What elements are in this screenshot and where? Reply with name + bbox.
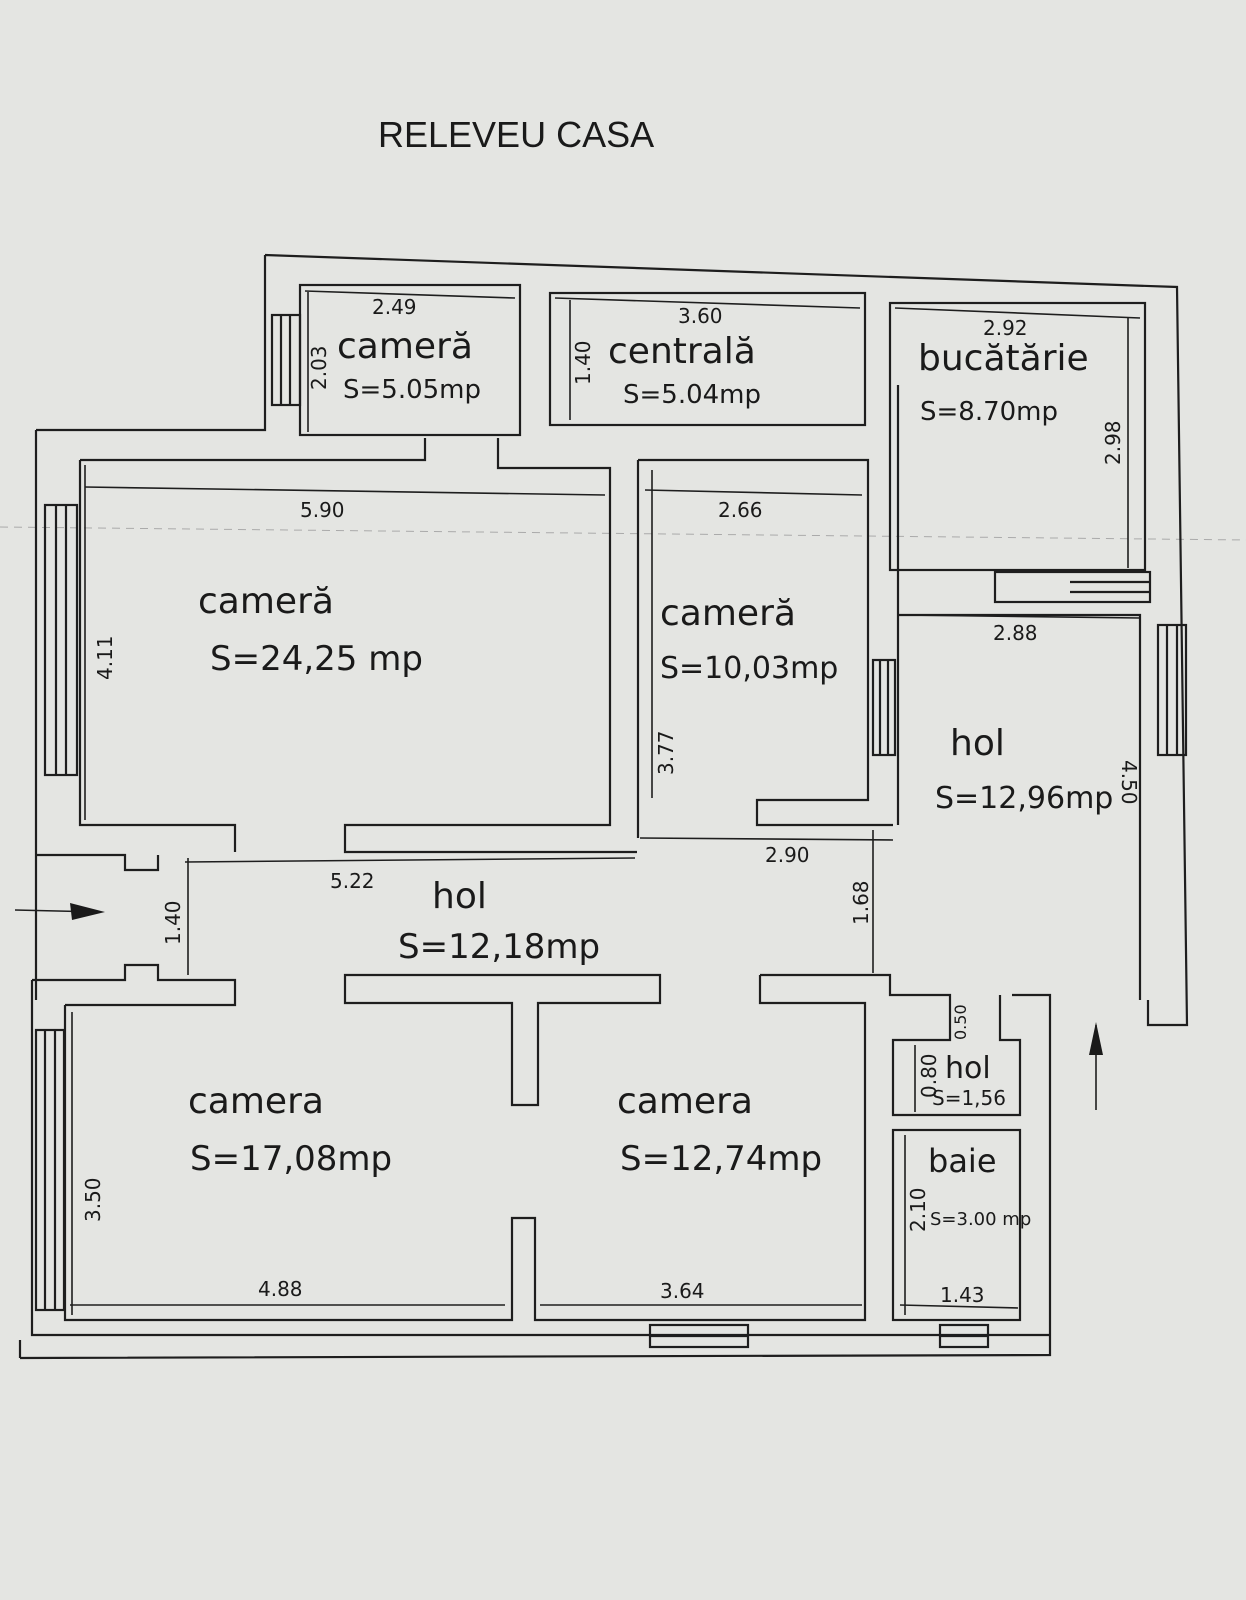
svg-text:2.90: 2.90 [765, 843, 810, 867]
outer-wall-lower-left [30, 963, 1050, 1337]
svg-text:4.11: 4.11 [93, 635, 117, 680]
svg-text:2.49: 2.49 [372, 295, 417, 319]
svg-text:1.40: 1.40 [161, 900, 185, 945]
room-name: camera [188, 1081, 324, 1122]
room-area: S=5.04mp [623, 380, 761, 410]
room-name: hol [950, 723, 1005, 764]
svg-text:2.88: 2.88 [993, 621, 1038, 645]
room-name: cameră [660, 593, 796, 634]
room-name: camera [617, 1081, 753, 1122]
room-name: baie [928, 1142, 997, 1180]
room-name: hol [432, 876, 487, 917]
svg-text:2.98: 2.98 [1101, 420, 1125, 465]
room-area: S=17,08mp [190, 1139, 392, 1179]
svg-text:3.64: 3.64 [660, 1279, 705, 1303]
room-area: S=12,74mp [620, 1139, 822, 1179]
dimension-lines [14, 290, 1141, 1315]
room-name: cameră [337, 326, 473, 367]
room-outline-big-camera [78, 438, 637, 854]
svg-text:1.43: 1.43 [940, 1283, 985, 1307]
svg-text:0.50: 0.50 [951, 1004, 970, 1040]
room-name: cameră [198, 581, 334, 622]
room-outline-camera-10 [636, 458, 893, 838]
room-name: centrală [608, 331, 756, 372]
room-outline-small-hol [760, 973, 1022, 1117]
room-area: S=10,03mp [660, 651, 838, 686]
room-area: S=12,96mp [935, 781, 1113, 816]
windows [34, 313, 1188, 1349]
svg-text:1.68: 1.68 [849, 880, 873, 925]
room-name: bucătărie [918, 338, 1089, 379]
plan-title: RELEVEU CASA [378, 114, 654, 155]
svg-text:0.80: 0.80 [917, 1053, 941, 1098]
room-labels: cameră S=5.05mp centrală S=5.04mp bucătă… [188, 326, 1113, 1230]
room-area: S=1,56 [932, 1086, 1006, 1110]
svg-text:3.60: 3.60 [678, 304, 723, 328]
room-area: S=12,18mp [398, 927, 600, 967]
svg-text:3.77: 3.77 [654, 730, 678, 775]
t-wall [343, 973, 662, 1107]
svg-text:2.66: 2.66 [718, 498, 763, 522]
outer-wall [18, 253, 1189, 1360]
entrance-arrow-icon [1089, 1022, 1103, 1055]
room-outline-hol-right [896, 385, 1142, 1000]
room-area: S=5.05mp [343, 375, 481, 405]
room-area: S=3.00 mp [930, 1209, 1031, 1230]
dimension-labels: 2.49 2.03 3.60 1.40 2.92 2.98 5.90 4.11 … [81, 295, 1141, 1307]
room-outline-centrala [548, 291, 867, 427]
room-outline-baie [891, 1128, 1022, 1322]
svg-text:2.03: 2.03 [307, 345, 331, 390]
room-outline-bucatarie [888, 301, 1147, 572]
room-outline-lower-rooms [63, 975, 867, 1322]
fold-line [0, 526, 1246, 541]
room-area: S=24,25 mp [210, 639, 423, 679]
svg-text:1.40: 1.40 [571, 340, 595, 385]
svg-text:4.88: 4.88 [258, 1277, 303, 1301]
svg-text:5.22: 5.22 [330, 869, 375, 893]
entrance-arrow-icon [70, 903, 105, 920]
room-name: hol [945, 1051, 991, 1086]
svg-text:2.92: 2.92 [983, 316, 1028, 340]
svg-text:3.50: 3.50 [81, 1177, 105, 1222]
svg-text:5.90: 5.90 [300, 498, 345, 522]
svg-text:2.10: 2.10 [906, 1187, 930, 1232]
svg-text:4.50: 4.50 [1117, 760, 1141, 805]
room-area: S=8.70mp [920, 397, 1058, 427]
